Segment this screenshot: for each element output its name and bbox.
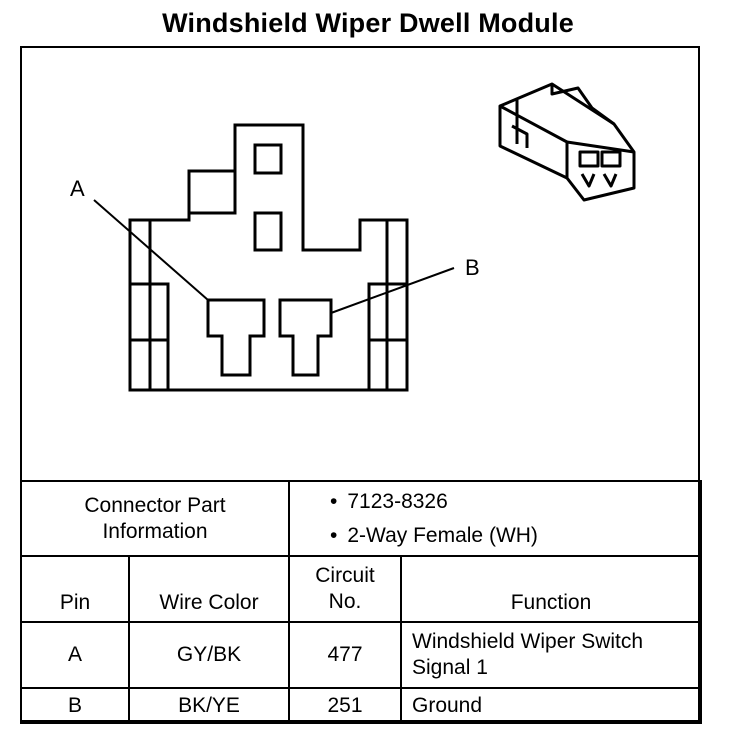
connector-isometric-icon — [498, 82, 636, 202]
header-function: Function — [399, 555, 703, 623]
header-circuit: Circuit No. — [288, 555, 402, 623]
latch-slot-top — [253, 143, 283, 175]
header-wire-color: Wire Color — [128, 555, 290, 623]
circuit-cell: 251 — [288, 687, 402, 724]
right-rail — [367, 220, 407, 390]
function-cell: Windshield Wiper Switch Signal 1 — [399, 621, 703, 689]
latch-slot-bottom — [253, 211, 283, 252]
connector-face-outline — [128, 123, 409, 392]
page-title: Windshield Wiper Dwell Module — [162, 8, 574, 38]
wire-color-cell: GY/BK — [128, 621, 290, 689]
left-rail — [130, 220, 170, 390]
cavity-a — [206, 298, 266, 377]
part-number: 7123-8326 — [330, 485, 700, 519]
table-row: B BK/YE 251 Ground — [20, 687, 703, 724]
connector-diagram: A B — [22, 48, 698, 480]
leader-line-b — [330, 267, 455, 314]
pin-cell: B — [20, 687, 130, 724]
connector-info-label: Connector Part Information — [20, 480, 290, 557]
connector-info-row: Connector Part Information 7123-8326 2-W… — [20, 480, 703, 557]
connector-pinout-table: Connector Part Information 7123-8326 2-W… — [20, 480, 703, 724]
wire-color-cell: BK/YE — [128, 687, 290, 724]
connector-info-values: 7123-8326 2-Way Female (WH) — [287, 480, 703, 557]
connector-left-tab — [187, 169, 237, 215]
connector-type: 2-Way Female (WH) — [330, 519, 700, 553]
callout-a: A — [70, 176, 85, 201]
table-row: A GY/BK 477 Windshield Wiper Switch Sign… — [20, 621, 703, 689]
function-cell: Ground — [399, 687, 703, 724]
table-header-row: Pin Wire Color Circuit No. Function — [20, 555, 703, 623]
cavity-b — [278, 298, 333, 377]
pin-cell: A — [20, 621, 130, 689]
header-pin: Pin — [20, 555, 130, 623]
callout-b: B — [465, 255, 480, 280]
circuit-cell: 477 — [288, 621, 402, 689]
leader-line-a — [93, 199, 209, 301]
